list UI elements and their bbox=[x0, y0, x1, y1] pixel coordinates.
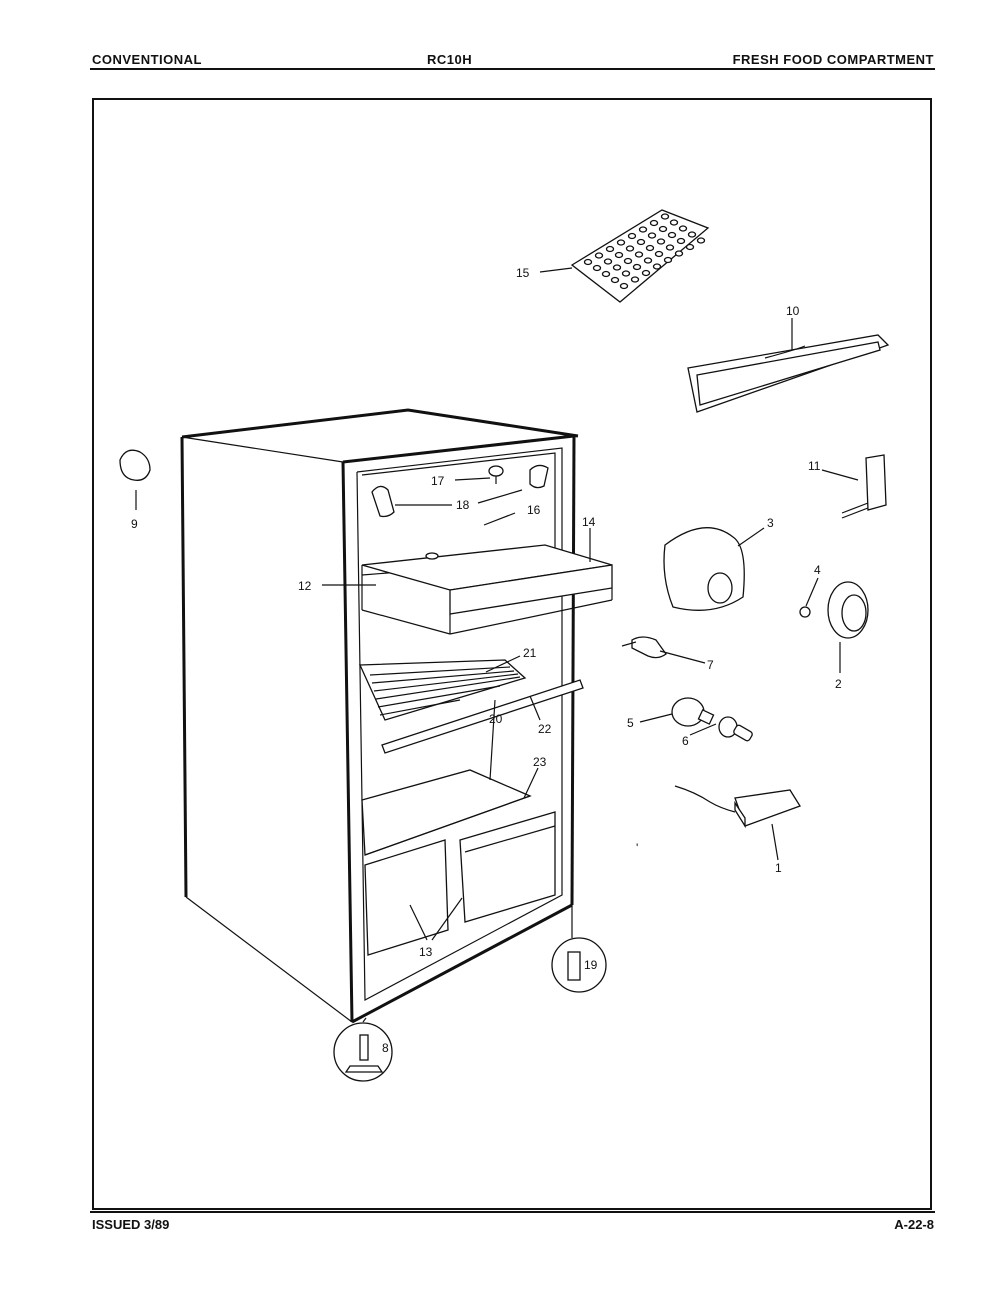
crisper-pans bbox=[364, 811, 556, 956]
callout-17: 17 bbox=[431, 474, 445, 488]
callout-15: 15 bbox=[516, 266, 530, 280]
ice-cube-cell bbox=[665, 244, 675, 251]
footer-issued: ISSUED 3/89 bbox=[92, 1217, 170, 1232]
stray-mark: ' bbox=[636, 841, 638, 855]
ice-cube-cell bbox=[647, 232, 657, 239]
ice-tray bbox=[570, 209, 710, 303]
ice-cube-cell bbox=[660, 213, 670, 220]
ice-cube-cell bbox=[616, 239, 626, 246]
callout-3: 3 bbox=[767, 516, 774, 530]
callout-8: 8 bbox=[382, 1041, 389, 1055]
callout-16: 16 bbox=[527, 503, 541, 517]
callout-1: 1 bbox=[775, 861, 782, 875]
ice-cube-cell bbox=[638, 226, 648, 233]
ice-cube-cell bbox=[630, 276, 640, 283]
leveling-leg-inset bbox=[333, 1017, 393, 1082]
ice-cube-cell bbox=[614, 251, 624, 259]
ice-cube-cell bbox=[594, 252, 604, 259]
ice-cube-cell bbox=[696, 237, 706, 244]
callout-12: 12 bbox=[298, 579, 312, 593]
light-socket bbox=[621, 636, 667, 659]
ice-cube-cell bbox=[583, 258, 593, 266]
ice-cube-cell bbox=[634, 251, 644, 258]
ice-cube-cell bbox=[649, 219, 659, 227]
freezer-shelf-tray bbox=[361, 544, 613, 635]
callout-7: 7 bbox=[707, 658, 714, 672]
header-rule bbox=[90, 68, 935, 70]
ice-cube-cell bbox=[610, 276, 620, 284]
ice-cube-cell bbox=[674, 250, 684, 257]
hinge-cap bbox=[119, 449, 151, 481]
ice-cube-cell bbox=[625, 245, 635, 252]
shelf-rail bbox=[381, 679, 584, 754]
callout-4: 4 bbox=[814, 563, 821, 577]
ice-cube-cell bbox=[632, 263, 642, 271]
crisper-cover bbox=[361, 769, 532, 856]
ice-cube-cell bbox=[663, 256, 673, 264]
ice-cube-cell bbox=[676, 237, 686, 245]
ice-cube-cell bbox=[592, 264, 602, 272]
callout-11: 11 bbox=[808, 459, 821, 473]
footer-rule bbox=[90, 1211, 935, 1213]
callout-21: 21 bbox=[523, 646, 537, 660]
callout-19: 19 bbox=[584, 958, 598, 972]
ice-cube-cell bbox=[658, 225, 668, 233]
ice-cube-cell bbox=[621, 270, 631, 277]
ice-cube-cell bbox=[627, 232, 637, 240]
callout-22: 22 bbox=[538, 722, 552, 736]
header-series: CONVENTIONAL bbox=[92, 52, 202, 67]
light-switch bbox=[674, 785, 801, 829]
small-bulb bbox=[718, 716, 753, 742]
ice-cube-cell bbox=[656, 238, 666, 245]
ice-cube-cell bbox=[654, 250, 664, 258]
callout-14: 14 bbox=[582, 515, 596, 529]
callout-13: 13 bbox=[419, 945, 433, 959]
ice-cube-cell bbox=[678, 225, 688, 232]
callout-20: 20 bbox=[489, 712, 503, 726]
callout-10: 10 bbox=[786, 304, 800, 318]
ice-cube-cell bbox=[687, 231, 697, 238]
callout-6: 6 bbox=[682, 734, 689, 748]
ice-cube-cell bbox=[612, 264, 622, 271]
inset-19 bbox=[551, 905, 607, 993]
ice-cube-cell bbox=[643, 257, 653, 264]
header-model: RC10H bbox=[427, 52, 473, 67]
hinge-bracket bbox=[841, 454, 887, 519]
callout-2: 2 bbox=[835, 677, 842, 691]
ice-cube-cell bbox=[667, 231, 677, 239]
footer-page-number: A-22-8 bbox=[894, 1217, 934, 1232]
ice-cube-cell bbox=[603, 258, 613, 265]
thermostat-knob-part bbox=[488, 465, 504, 484]
ice-cube-cell bbox=[641, 269, 651, 277]
ice-cube-cell bbox=[601, 270, 611, 278]
wire-shelf bbox=[359, 659, 527, 721]
callout-9: 9 bbox=[131, 517, 138, 531]
leader-lines bbox=[135, 267, 859, 941]
ice-cube-cell bbox=[645, 244, 655, 252]
control-knob bbox=[799, 581, 869, 639]
ice-cube-cell bbox=[605, 245, 615, 253]
callout-23: 23 bbox=[533, 755, 547, 769]
ice-cube-cell bbox=[685, 243, 695, 251]
callout-5: 5 bbox=[627, 716, 634, 730]
callout-18: 18 bbox=[456, 498, 470, 512]
callout-labels: 15 10 11 9 17 18 16 14 12 3 4 2 7 5 6 1 … bbox=[131, 266, 842, 1055]
light-bulb bbox=[671, 697, 715, 727]
ice-cube-cell bbox=[636, 238, 646, 246]
ice-cube-cell bbox=[669, 219, 679, 226]
control-housing bbox=[663, 527, 745, 611]
diagram-frame bbox=[92, 98, 932, 1210]
ice-cube-cell bbox=[652, 263, 662, 270]
hinge-pin-parts bbox=[371, 464, 549, 518]
ice-cube-cell bbox=[619, 282, 629, 290]
ice-cube-cell bbox=[623, 257, 633, 265]
header-section: FRESH FOOD COMPARTMENT bbox=[732, 52, 934, 67]
freezer-door bbox=[687, 334, 890, 413]
